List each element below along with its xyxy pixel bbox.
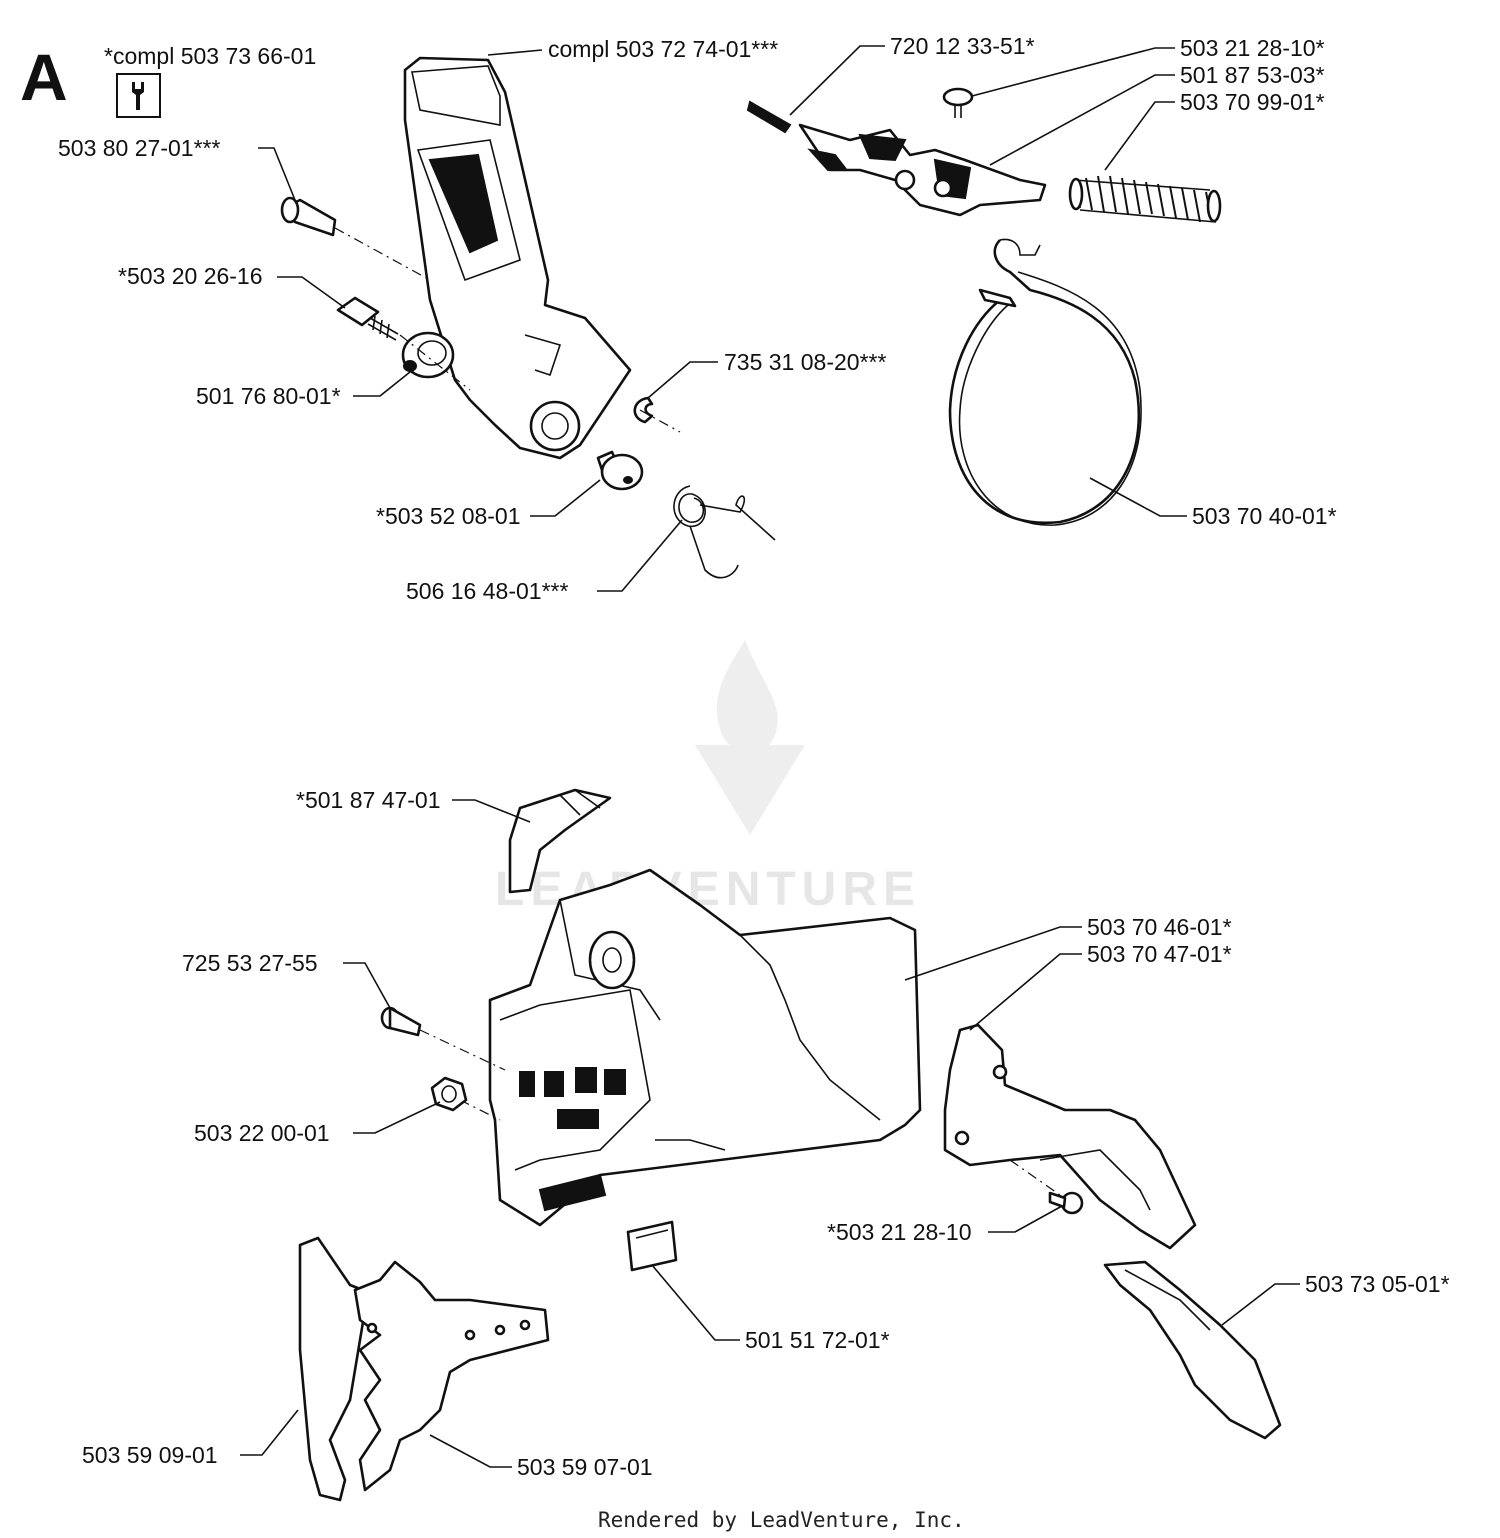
bolt-part xyxy=(336,296,399,341)
part-label[interactable]: 503 22 00-01 xyxy=(194,1120,330,1146)
part-label[interactable]: 503 80 27-01*** xyxy=(58,135,220,161)
part-label[interactable]: 501 51 72-01* xyxy=(745,1327,890,1353)
flat-plate-part xyxy=(298,1236,370,1502)
part-label[interactable]: *503 20 26-16 xyxy=(118,263,263,289)
part-label[interactable]: 503 21 28-10* xyxy=(1180,35,1325,61)
part-label[interactable]: 501 87 53-03* xyxy=(1180,62,1325,88)
nut-part xyxy=(430,1076,468,1112)
screw-725-part xyxy=(380,1006,422,1037)
circlip-part xyxy=(633,396,654,424)
part-label[interactable]: 725 53 27-55 xyxy=(182,950,318,976)
part-label[interactable]: 506 16 48-01*** xyxy=(406,578,568,604)
bushing-part xyxy=(596,450,644,491)
footer-credit: Rendered by LeadVenture, Inc. xyxy=(598,1508,965,1532)
guide-part xyxy=(1103,1260,1282,1440)
screw-part xyxy=(280,196,337,237)
pad-part xyxy=(626,1220,678,1272)
part-label[interactable]: *501 87 47-01 xyxy=(296,787,441,813)
wrench-icon xyxy=(116,73,161,118)
part-label[interactable]: 735 31 08-20*** xyxy=(724,349,886,375)
part-label[interactable]: 720 12 33-51* xyxy=(890,33,1035,59)
small-screw-part xyxy=(942,87,974,118)
lever-part xyxy=(746,100,1047,217)
torsion-spring-part xyxy=(673,485,776,579)
side-plate-part xyxy=(943,1023,1197,1250)
small-screw-b-part xyxy=(1048,1191,1084,1215)
part-label[interactable]: *503 52 08-01 xyxy=(376,503,521,529)
part-label[interactable]: compl 503 72 74-01*** xyxy=(548,36,778,62)
brake-band-part xyxy=(948,238,1142,526)
washer-part xyxy=(401,331,455,379)
coil-spring-part xyxy=(1068,175,1222,223)
part-label[interactable]: 503 70 40-01* xyxy=(1192,503,1337,529)
part-label[interactable]: 503 59 09-01 xyxy=(82,1442,218,1468)
clip-part xyxy=(508,788,612,894)
part-label[interactable]: *503 21 28-10 xyxy=(827,1219,972,1245)
kit-label[interactable]: *compl 503 73 66-01 xyxy=(104,43,316,69)
watermark-logo: LEADVENTURE xyxy=(495,640,915,916)
part-label[interactable]: 503 70 99-01* xyxy=(1180,89,1325,115)
toothed-plate-part xyxy=(353,1260,550,1492)
part-label[interactable]: 503 70 46-01* xyxy=(1087,914,1232,940)
chain-brake-handle xyxy=(403,56,632,460)
part-label[interactable]: 501 76 80-01* xyxy=(196,383,341,409)
part-label[interactable]: 503 70 47-01* xyxy=(1087,941,1232,967)
part-label[interactable]: 503 73 05-01* xyxy=(1305,1271,1450,1297)
section-letter: A xyxy=(20,40,68,114)
chain-cover-part xyxy=(488,868,922,1227)
part-label[interactable]: 503 59 07-01 xyxy=(517,1454,653,1480)
leader-lines xyxy=(240,45,1300,1468)
